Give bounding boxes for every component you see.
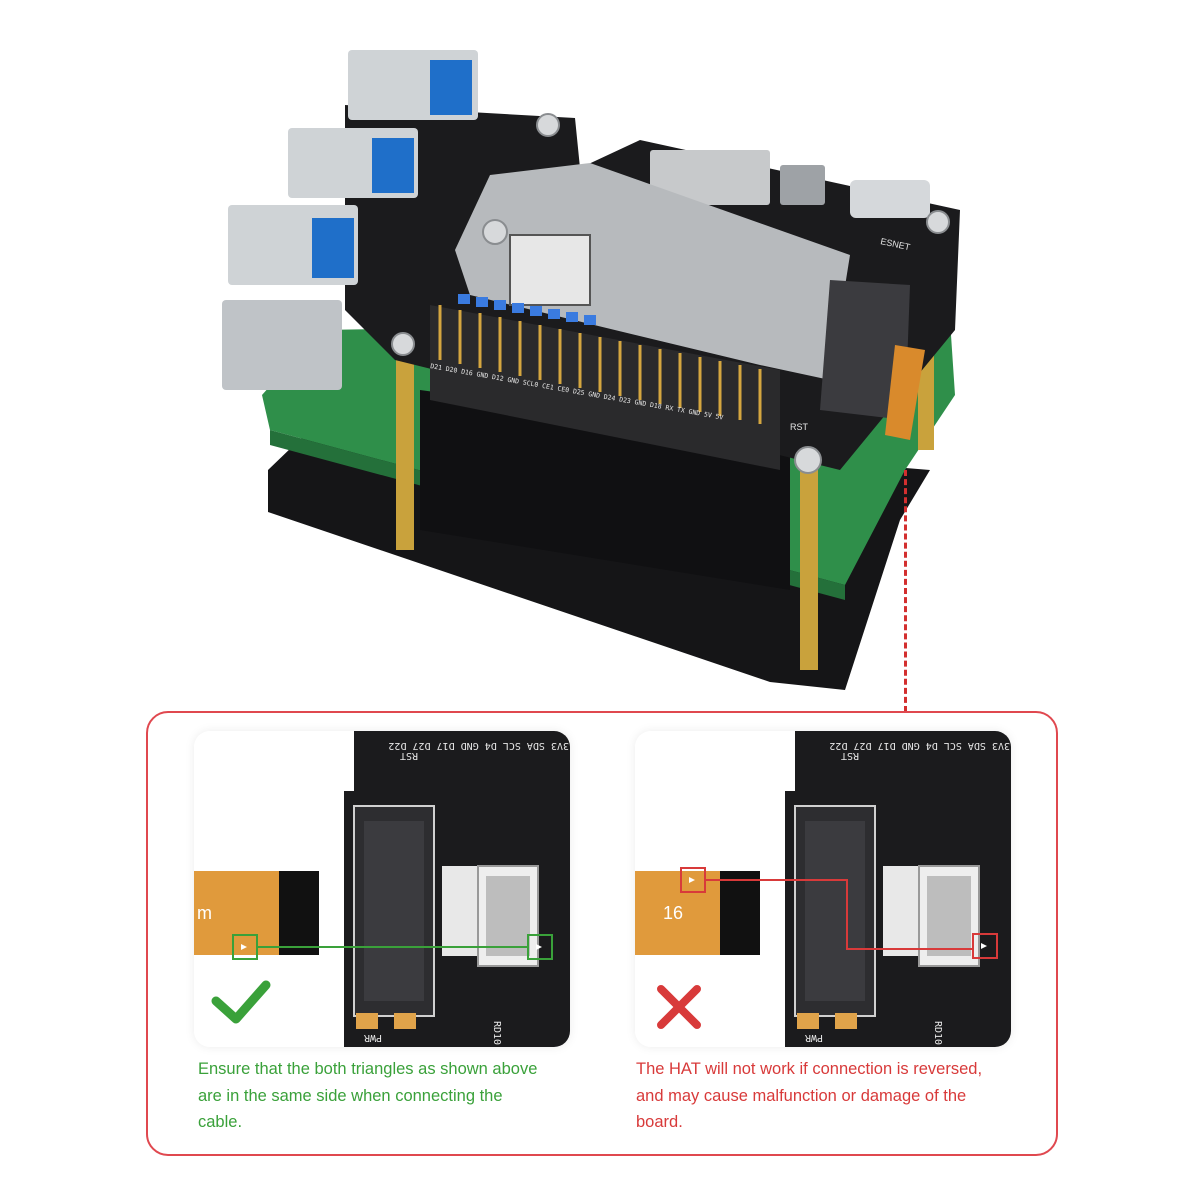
correct-connection-card: 3V3 SDA SCL D4 GND D17 D27 D22 RST PWR R… (194, 731, 570, 1047)
usb-ports (228, 50, 478, 285)
board-pin-labels: 3V3 SDA SCL D4 GND D17 D27 D22 (829, 740, 1010, 751)
cable-print: m (197, 903, 212, 923)
gpio-male-header (430, 305, 780, 470)
standoff (800, 470, 818, 670)
check-icon (211, 980, 271, 1024)
ribbon-cable (194, 871, 284, 955)
cross-icon (657, 985, 701, 1029)
callout-dashed-line (904, 470, 907, 712)
hero-rst-label: RST (790, 422, 809, 432)
board-pwr-label: PWR (363, 1032, 382, 1043)
module-shield (455, 163, 850, 380)
fpc-connector (442, 866, 480, 956)
cable-print: 16 (663, 903, 683, 923)
flex-cable (885, 345, 925, 440)
wrong-connection-caption: The HAT will not work if connection is r… (636, 1060, 983, 1131)
triangle-marker-icon (972, 933, 998, 959)
wrong-connection-card: 3V3 SDA SCL D4 GND D17 D27 D22 RST PWR R… (635, 731, 1011, 1047)
board-pwr-label: PWR (804, 1032, 823, 1043)
board-rd-label: RD10 (932, 1021, 943, 1045)
m2-slot (820, 280, 910, 420)
qr-code (509, 234, 591, 306)
mismatch-guide-line (705, 879, 973, 950)
board-rst-label: RST (400, 750, 418, 761)
screws (391, 113, 950, 474)
product-photo: D21 D20 D16 GND D12 GND SCL0 CE1 CE0 D25… (222, 50, 960, 690)
board-pin-labels: 3V3 SDA SCL D4 GND D17 D27 D22 (388, 740, 569, 751)
fpc-connector (883, 866, 921, 956)
board-rd-label: RD10 (491, 1021, 502, 1045)
standoff (396, 340, 414, 550)
board-rst-label: RST (841, 750, 859, 761)
correct-connection-caption: Ensure that the both triangles as shown … (198, 1060, 538, 1131)
